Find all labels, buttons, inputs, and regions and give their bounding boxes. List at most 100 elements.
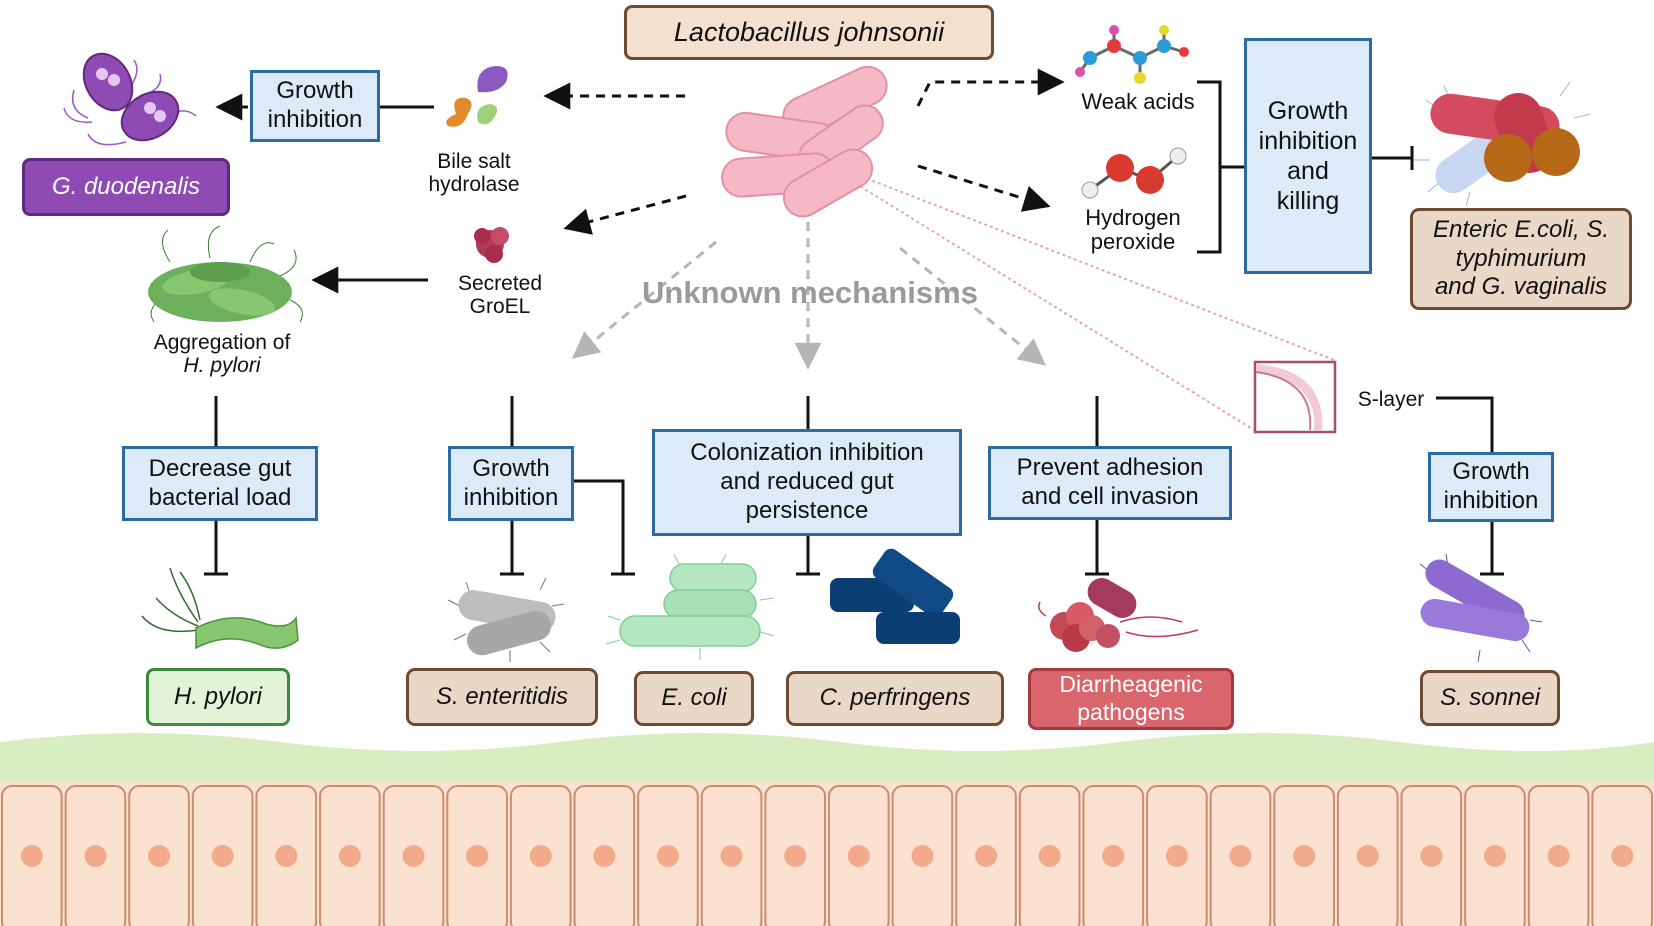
box-line: persistence — [745, 496, 869, 524]
s-enteritidis-label: S. enteritidis — [435, 682, 569, 710]
label-line: hydrolase — [428, 173, 520, 197]
box-line: and — [1287, 157, 1329, 185]
box-line: Diarrheagenic — [1059, 671, 1203, 698]
s-sonnei-box: S. sonnei — [1420, 670, 1560, 726]
box-line: typhimurium — [1455, 244, 1587, 272]
cell-nucleus — [847, 845, 870, 867]
label-line: GroEL — [469, 295, 531, 319]
growth-inhibition-box-mid: Growth inhibition — [448, 446, 574, 521]
box-line: inhibition — [1443, 487, 1539, 514]
label-line: Aggregation of — [153, 331, 291, 354]
aggregation-label: Aggregation of H. pylori — [130, 331, 314, 377]
box-line: and cell invasion — [1021, 483, 1199, 510]
unknown-mechanisms-label: Unknown mechanisms — [630, 275, 990, 310]
g-duodenalis-box: G. duodenalis — [22, 158, 230, 216]
lactobacillus-title-box: Lactobacillus johnsonii — [624, 5, 994, 60]
box-line: Enteric E.coli, S. — [1432, 215, 1610, 243]
cell-nucleus — [975, 845, 998, 867]
box-line: Growth — [276, 77, 354, 105]
c-perfringens-box: C. perfringens — [786, 671, 1004, 726]
intestinal-epithelium-icon — [0, 733, 1654, 926]
lactobacillus-title: Lactobacillus johnsonii — [673, 17, 945, 48]
cell-nucleus — [148, 845, 171, 867]
label-line: Secreted — [457, 272, 543, 295]
giardia-icon — [63, 52, 197, 146]
label-line: H. pylori — [183, 354, 261, 378]
hydrogen-peroxide-label: Hydrogen peroxide — [1070, 205, 1196, 255]
diarrheagenic-box: Diarrheagenic pathogens — [1028, 668, 1234, 730]
box-line: Growth — [1267, 97, 1349, 125]
weak-acids-text: Weak acids — [1081, 89, 1195, 114]
h-pylori-bacterium-icon — [141, 567, 299, 650]
s-layer-label: S-layer — [1346, 388, 1436, 411]
e-coli-box: E. coli — [634, 671, 754, 726]
s-sonnei-icon — [1419, 553, 1543, 663]
box-line: inhibition — [463, 483, 559, 511]
cell-nucleus — [338, 845, 361, 867]
unknown-mechanism-arrows — [571, 222, 1047, 370]
box-line: pathogens — [1077, 699, 1185, 725]
cell-nucleus — [211, 845, 234, 867]
box-line: Colonization inhibition — [690, 439, 924, 467]
s-enteritidis-box: S. enteritidis — [406, 668, 598, 726]
label-line: Hydrogen — [1085, 205, 1181, 230]
hydrogen-peroxide-molecule-icon — [1081, 147, 1187, 199]
box-line: Growth — [472, 454, 550, 482]
s-layer-text: S-layer — [1357, 388, 1425, 411]
colonization-inhibition-box: Colonization inhibition and reduced gut … — [652, 429, 962, 536]
box-line: Growth — [1452, 458, 1530, 486]
cell-nucleus — [1611, 845, 1634, 867]
cell-nucleus — [529, 845, 552, 867]
lactobacillus-cluster-icon — [721, 65, 888, 218]
cell-nucleus — [20, 845, 43, 867]
s-layer-zoom-lines — [849, 171, 1335, 431]
s-layer-icon — [1253, 360, 1337, 434]
enteric-bacteria-icon — [1414, 81, 1591, 207]
growth-inhibition-box-top-left: Growth inhibition — [250, 70, 380, 142]
h-pylori-aggregate-icon — [148, 225, 303, 323]
cell-nucleus — [593, 845, 616, 867]
cell-nucleus — [1356, 845, 1379, 867]
c-perfringens-icon — [830, 548, 960, 644]
diarrheagenic-pathogens-icon — [1038, 578, 1199, 652]
weak-acid-molecule-icon — [1075, 25, 1189, 84]
top-connectors — [215, 68, 1414, 294]
box-line: Decrease gut — [148, 454, 292, 482]
cell-nucleus — [84, 845, 107, 867]
box-line: and G. vaginalis — [1434, 273, 1608, 301]
cell-nucleus — [1483, 845, 1506, 867]
cell-nucleus — [1547, 845, 1570, 867]
cell-nucleus — [656, 845, 679, 867]
cell-nucleus — [720, 845, 743, 867]
s-enteritidis-icon — [447, 577, 565, 662]
prevent-adhesion-box: Prevent adhesion and cell invasion — [988, 446, 1232, 520]
box-line: inhibition — [1258, 127, 1358, 155]
h-pylori-box: H. pylori — [146, 668, 290, 726]
label-line: Bile salt — [437, 150, 511, 173]
decrease-load-box: Decrease gut bacterial load — [122, 446, 318, 521]
effect-connectors — [204, 396, 1504, 576]
growth-inhibition-killing-box: Growth inhibition and killing — [1244, 38, 1372, 274]
label-line: peroxide — [1090, 229, 1176, 255]
bile-salt-hydrolase-label: Bile salt hydrolase — [404, 150, 544, 196]
groel-protein-icon — [474, 227, 509, 263]
box-line: and reduced gut — [720, 468, 894, 496]
cell-nucleus — [1229, 845, 1252, 867]
g-duodenalis-label: G. duodenalis — [51, 172, 201, 200]
e-coli-icon — [605, 553, 775, 660]
cell-nucleus — [1165, 845, 1188, 867]
weak-acids-label: Weak acids — [1068, 89, 1208, 114]
cell-nucleus — [466, 845, 489, 867]
box-line: inhibition — [267, 106, 363, 133]
enteric-pathogens-box: Enteric E.coli, S. typhimurium and G. va… — [1410, 208, 1632, 310]
unknown-mechanisms-text: Unknown mechanisms — [642, 275, 978, 310]
cell-nucleus — [911, 845, 934, 867]
e-coli-label: E. coli — [661, 684, 727, 712]
growth-inhibition-box-right: Growth inhibition — [1428, 452, 1554, 522]
box-line: bacterial load — [148, 483, 292, 511]
bile-salt-hydrolase-icon — [446, 66, 508, 127]
cell-nucleus — [1420, 845, 1443, 867]
cell-nucleus — [784, 845, 807, 867]
